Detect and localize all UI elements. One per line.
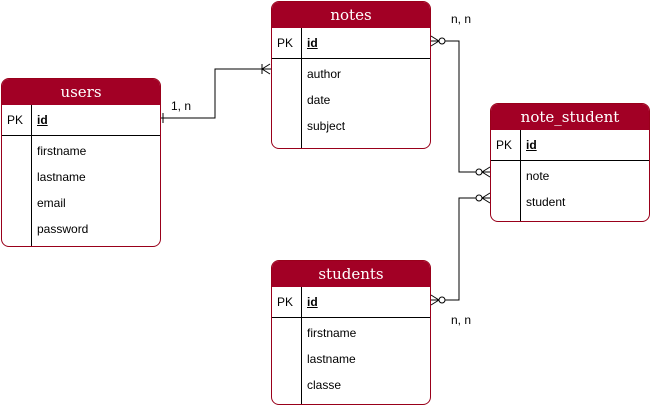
field-item: lastname	[37, 170, 86, 184]
primary-key-row: PK id	[272, 287, 430, 318]
field-item: date	[307, 93, 331, 107]
table-title: students	[272, 261, 430, 287]
pk-label: PK	[277, 36, 294, 50]
table-title: users	[2, 79, 160, 105]
table-users[interactable]: users PK id firstname lastname email pas…	[1, 78, 161, 247]
column-divider	[520, 130, 521, 221]
table-note-student[interactable]: note_student PK id note student	[490, 103, 650, 222]
edge-students-note-student	[430, 192, 491, 306]
pk-field: id	[526, 138, 537, 152]
edge-users-notes	[160, 63, 271, 123]
cardinality-label-users-notes: 1, n	[171, 99, 192, 113]
field-item: firstname	[37, 144, 87, 158]
field-item: author	[307, 67, 342, 81]
table-title: notes	[272, 2, 430, 28]
edge-notes-note-student	[430, 35, 491, 178]
field-item: lastname	[307, 352, 356, 366]
pk-field: id	[307, 295, 318, 309]
pk-label: PK	[7, 113, 24, 127]
column-divider	[301, 287, 302, 404]
field-item: student	[526, 195, 566, 209]
field-list: firstname lastname email password	[37, 143, 89, 246]
field-item: subject	[307, 119, 346, 133]
pk-field: id	[307, 36, 318, 50]
field-item: password	[37, 222, 89, 236]
table-title: note_student	[491, 104, 649, 130]
pk-label: PK	[496, 138, 513, 152]
cardinality-label-notes-note-student: n, n	[451, 12, 472, 26]
table-notes[interactable]: notes PK id author date subject	[271, 1, 431, 149]
field-item: firstname	[307, 326, 357, 340]
field-list: author date subject	[307, 66, 345, 144]
field-list: firstname lastname classe	[307, 325, 356, 403]
column-divider	[301, 28, 302, 148]
pk-field: id	[37, 113, 48, 127]
table-students[interactable]: students PK id firstname lastname classe	[271, 260, 431, 405]
field-item: note	[526, 169, 550, 183]
field-item: email	[37, 196, 66, 210]
field-item: classe	[307, 378, 342, 392]
cardinality-label-students-note-student: n, n	[451, 313, 472, 327]
pk-label: PK	[277, 295, 294, 309]
field-list: note student	[526, 168, 565, 220]
primary-key-row: PK id	[491, 130, 649, 161]
column-divider	[31, 105, 32, 246]
primary-key-row: PK id	[2, 105, 160, 136]
primary-key-row: PK id	[272, 28, 430, 59]
